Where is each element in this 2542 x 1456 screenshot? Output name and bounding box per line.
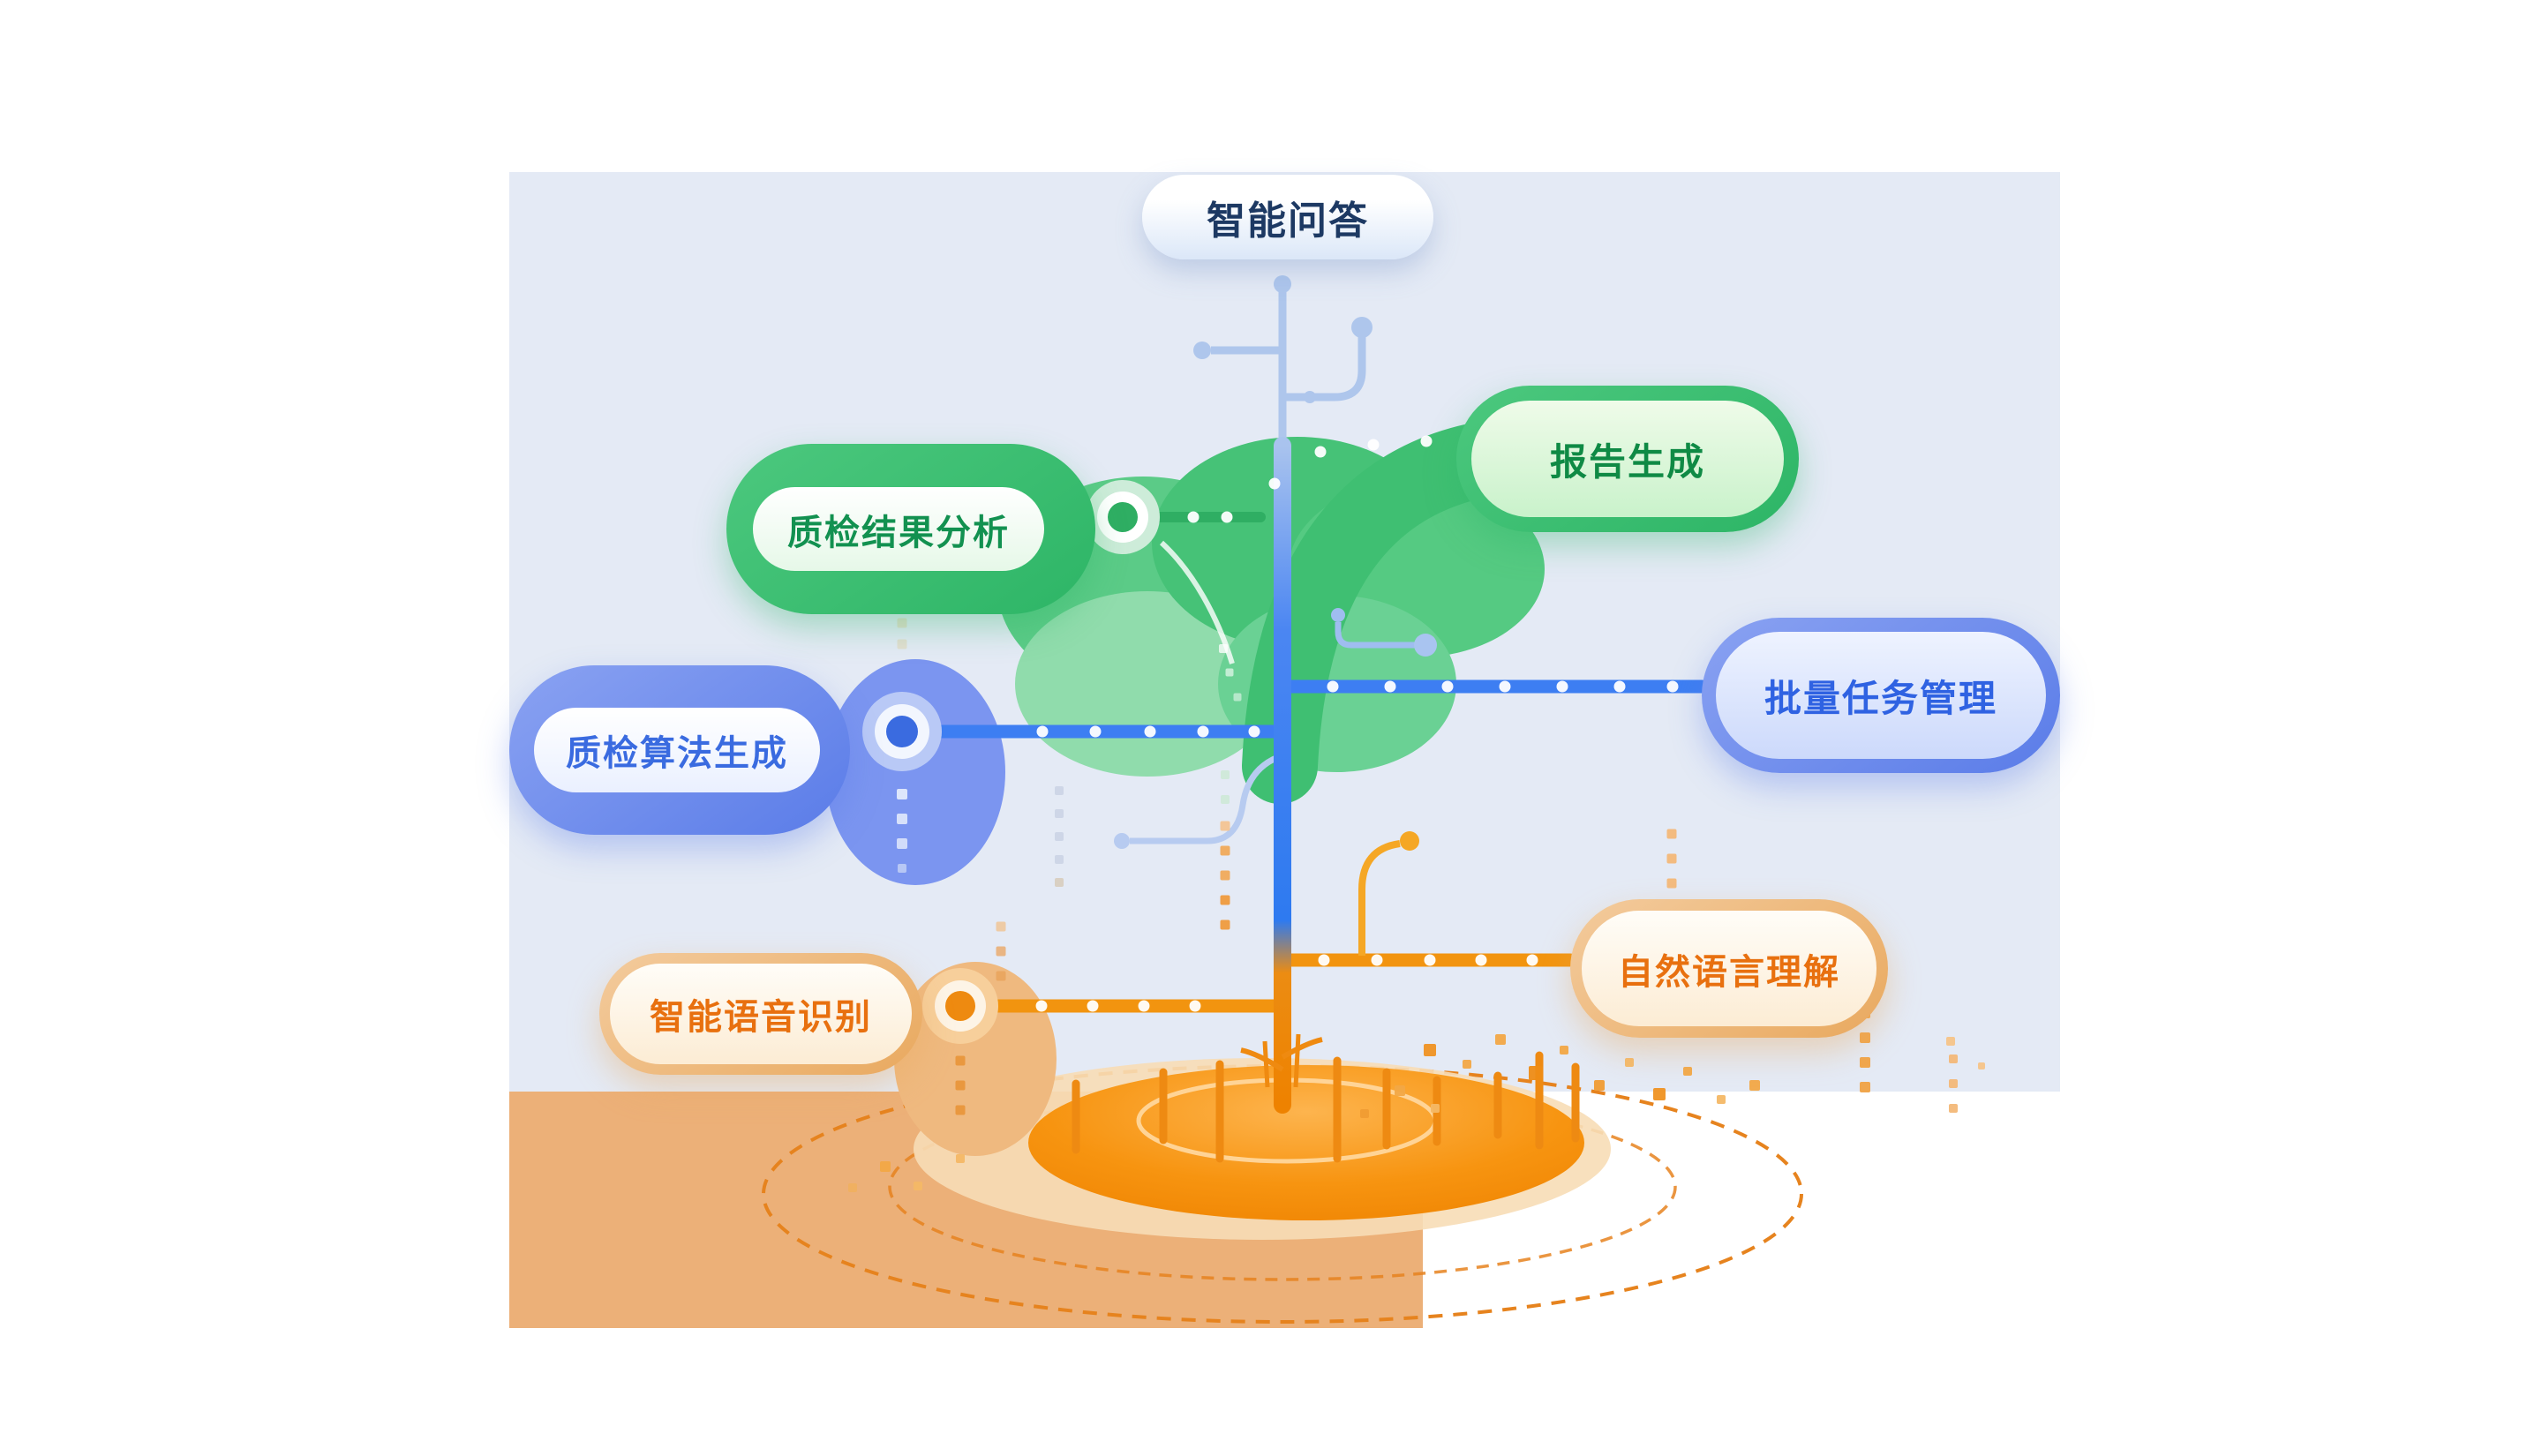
node-qc-algorithm-generation-label: 质检算法生成 [566, 733, 788, 774]
node-batch-task-management-label: 批量任务管理 [1764, 676, 1997, 720]
node-report-generation-label: 报告生成 [1549, 439, 1705, 484]
node-intelligent-qa: 智能问答 [1142, 175, 1433, 259]
node-natural-language-understanding-inner: 自然语言理解 [1582, 911, 1876, 1026]
node-qc-result-analysis-label: 质检结果分析 [787, 512, 1010, 553]
confetti-icon [848, 618, 1985, 1192]
node-batch-task-management: 批量任务管理 [1702, 618, 2060, 773]
analysis-node-icon [1086, 480, 1160, 554]
node-intelligent-qa-label: 智能问答 [1207, 199, 1369, 244]
algorithm-branch [825, 659, 1285, 885]
nlu-branch [1283, 831, 1577, 967]
node-intelligent-speech-recognition: 智能语音识别 [599, 953, 922, 1075]
node-report-generation-inner: 报告生成 [1471, 401, 1784, 517]
qa-sprout-icon [1193, 275, 1373, 459]
node-qc-result-analysis-inner: 质检结果分析 [753, 487, 1044, 571]
node-natural-language-understanding-label: 自然语言理解 [1618, 951, 1840, 993]
node-report-generation: 报告生成 [1456, 386, 1799, 532]
branch-dots-icon [1035, 435, 1679, 1012]
foliage-icon [997, 417, 1561, 804]
node-qc-result-analysis: 质检结果分析 [726, 444, 1095, 614]
batch-branch [1283, 608, 1709, 694]
base-shoots-icon [1240, 1033, 1323, 1088]
algorithm-node-icon [862, 692, 942, 771]
node-natural-language-understanding: 自然语言理解 [1570, 899, 1888, 1038]
node-intelligent-speech-recognition-label: 智能语音识别 [650, 997, 872, 1038]
node-qc-algorithm-generation: 质检算法生成 [509, 665, 850, 835]
node-intelligent-speech-recognition-inner: 智能语音识别 [610, 964, 912, 1064]
node-batch-task-management-inner: 批量任务管理 [1716, 632, 2046, 759]
asr-node-icon [922, 968, 998, 1044]
node-qc-algorithm-generation-inner: 质检算法生成 [534, 708, 820, 792]
